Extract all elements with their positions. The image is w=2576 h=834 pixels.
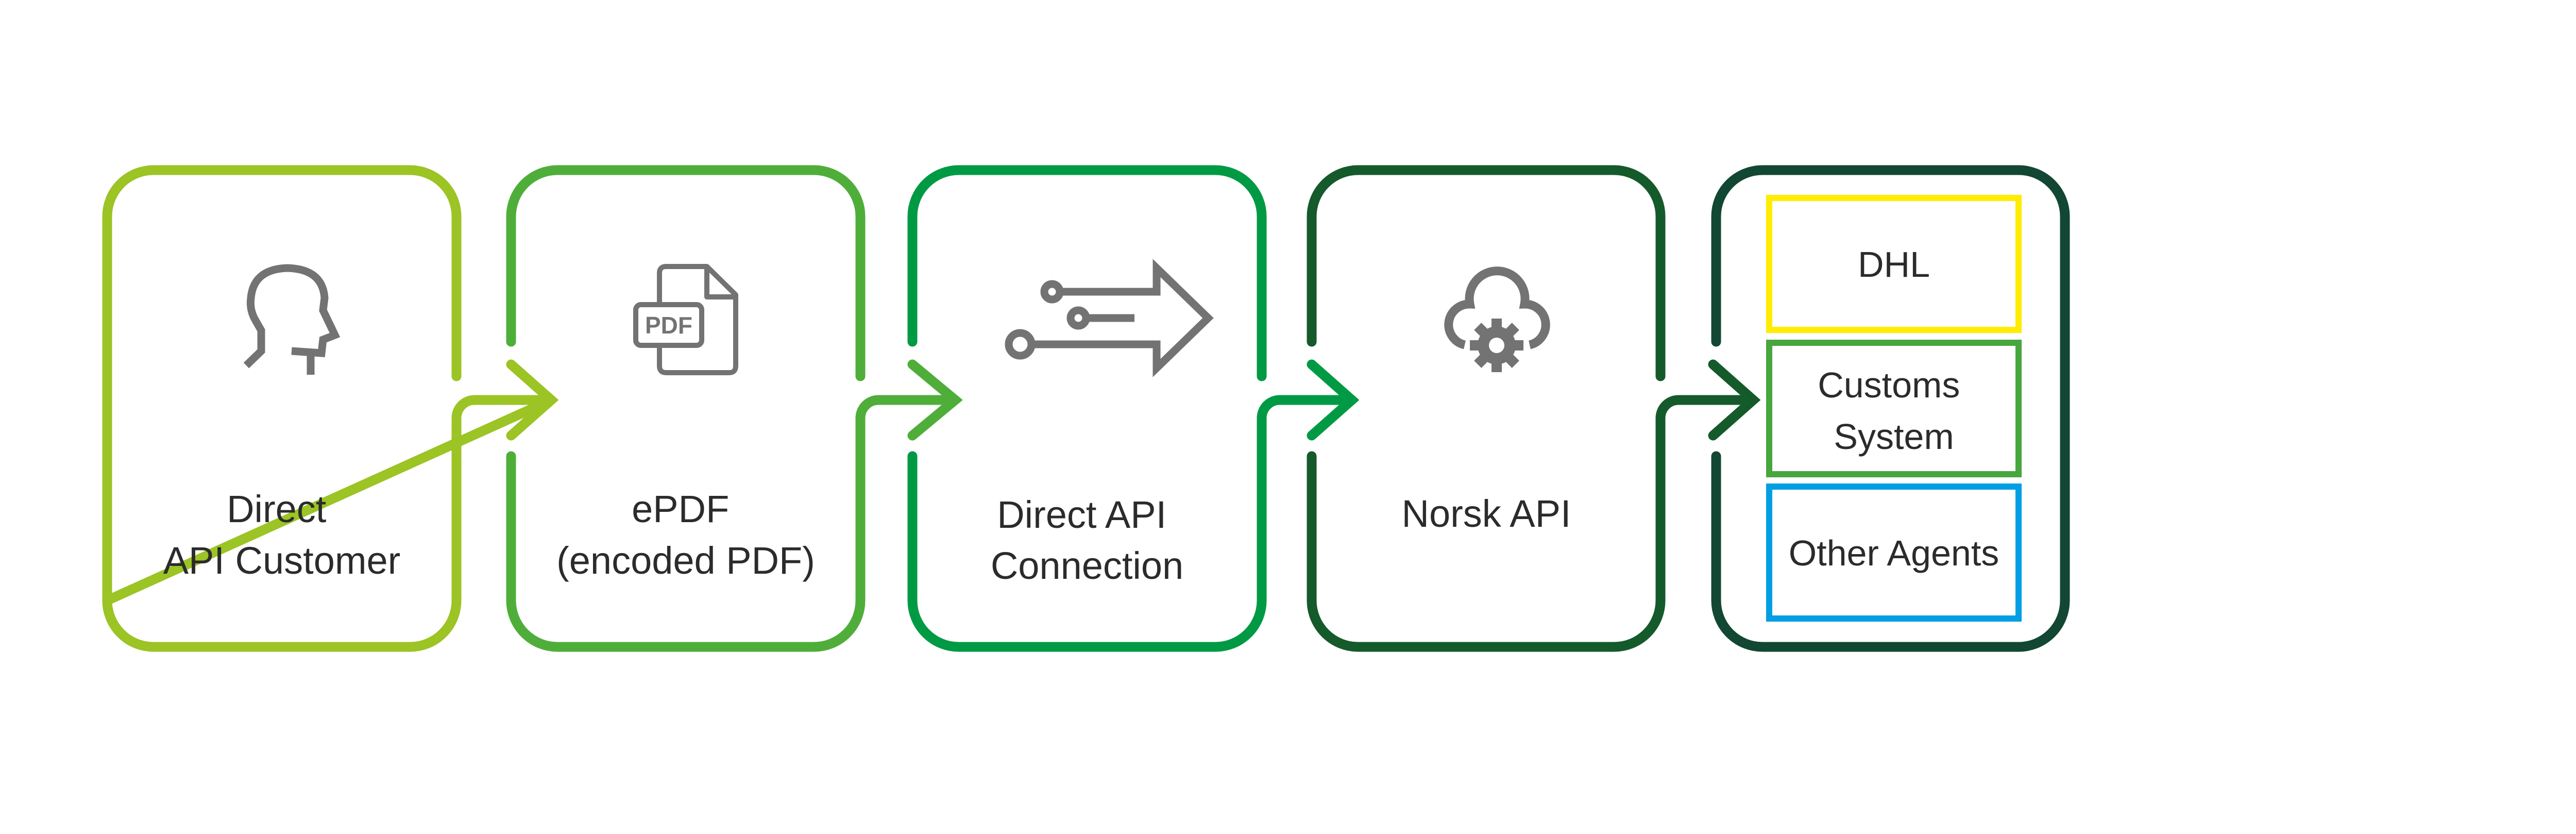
step-label: Direct API Connection — [991, 493, 1183, 587]
step-destinations: DHL Customs System Other Agents — [1711, 165, 2070, 652]
step-direct-api-customer: Direct API Customer — [102, 165, 559, 652]
target-other-agents: Other Agents — [1766, 483, 2022, 622]
flow-arrow-head — [1307, 359, 1360, 441]
target-label: DHL — [1858, 244, 1930, 285]
step-label: Norsk API — [1402, 492, 1571, 535]
target-box — [1766, 483, 2022, 622]
target-dhl: DHL — [1766, 195, 2022, 333]
person-head-icon — [243, 264, 341, 375]
step-frame — [907, 165, 1357, 652]
step-frame — [506, 165, 960, 652]
step-direct-api-connection: Direct API Connection — [907, 165, 1360, 652]
target-box — [1766, 340, 2022, 477]
step-norsk-api: Norsk API — [1307, 165, 1761, 652]
target-box — [1766, 195, 2022, 333]
connection-arrow-icon — [1005, 259, 1214, 377]
cloud-gear-icon — [1444, 266, 1550, 372]
pdf-icon-text: PDF — [645, 312, 692, 339]
pdf-document-icon: PDF — [633, 264, 738, 375]
step-label: ePDF (encoded PDF) — [556, 488, 815, 582]
target-label: Customs System — [1818, 365, 1970, 457]
step-frame — [1307, 165, 1758, 652]
target-customs-system: Customs System — [1766, 340, 2022, 477]
step-frame — [1711, 165, 2070, 652]
flow-arrow-head — [907, 359, 963, 441]
step-label: Direct API Customer — [163, 488, 401, 582]
target-label: Other Agents — [1789, 533, 1999, 573]
step-epdf: PDF ePDF (encoded PDF) — [506, 165, 963, 652]
step-frame — [102, 165, 556, 652]
flow-arrow-head — [1708, 359, 1761, 441]
gear-icon — [1470, 319, 1523, 372]
flow-arrow-head — [506, 359, 559, 441]
